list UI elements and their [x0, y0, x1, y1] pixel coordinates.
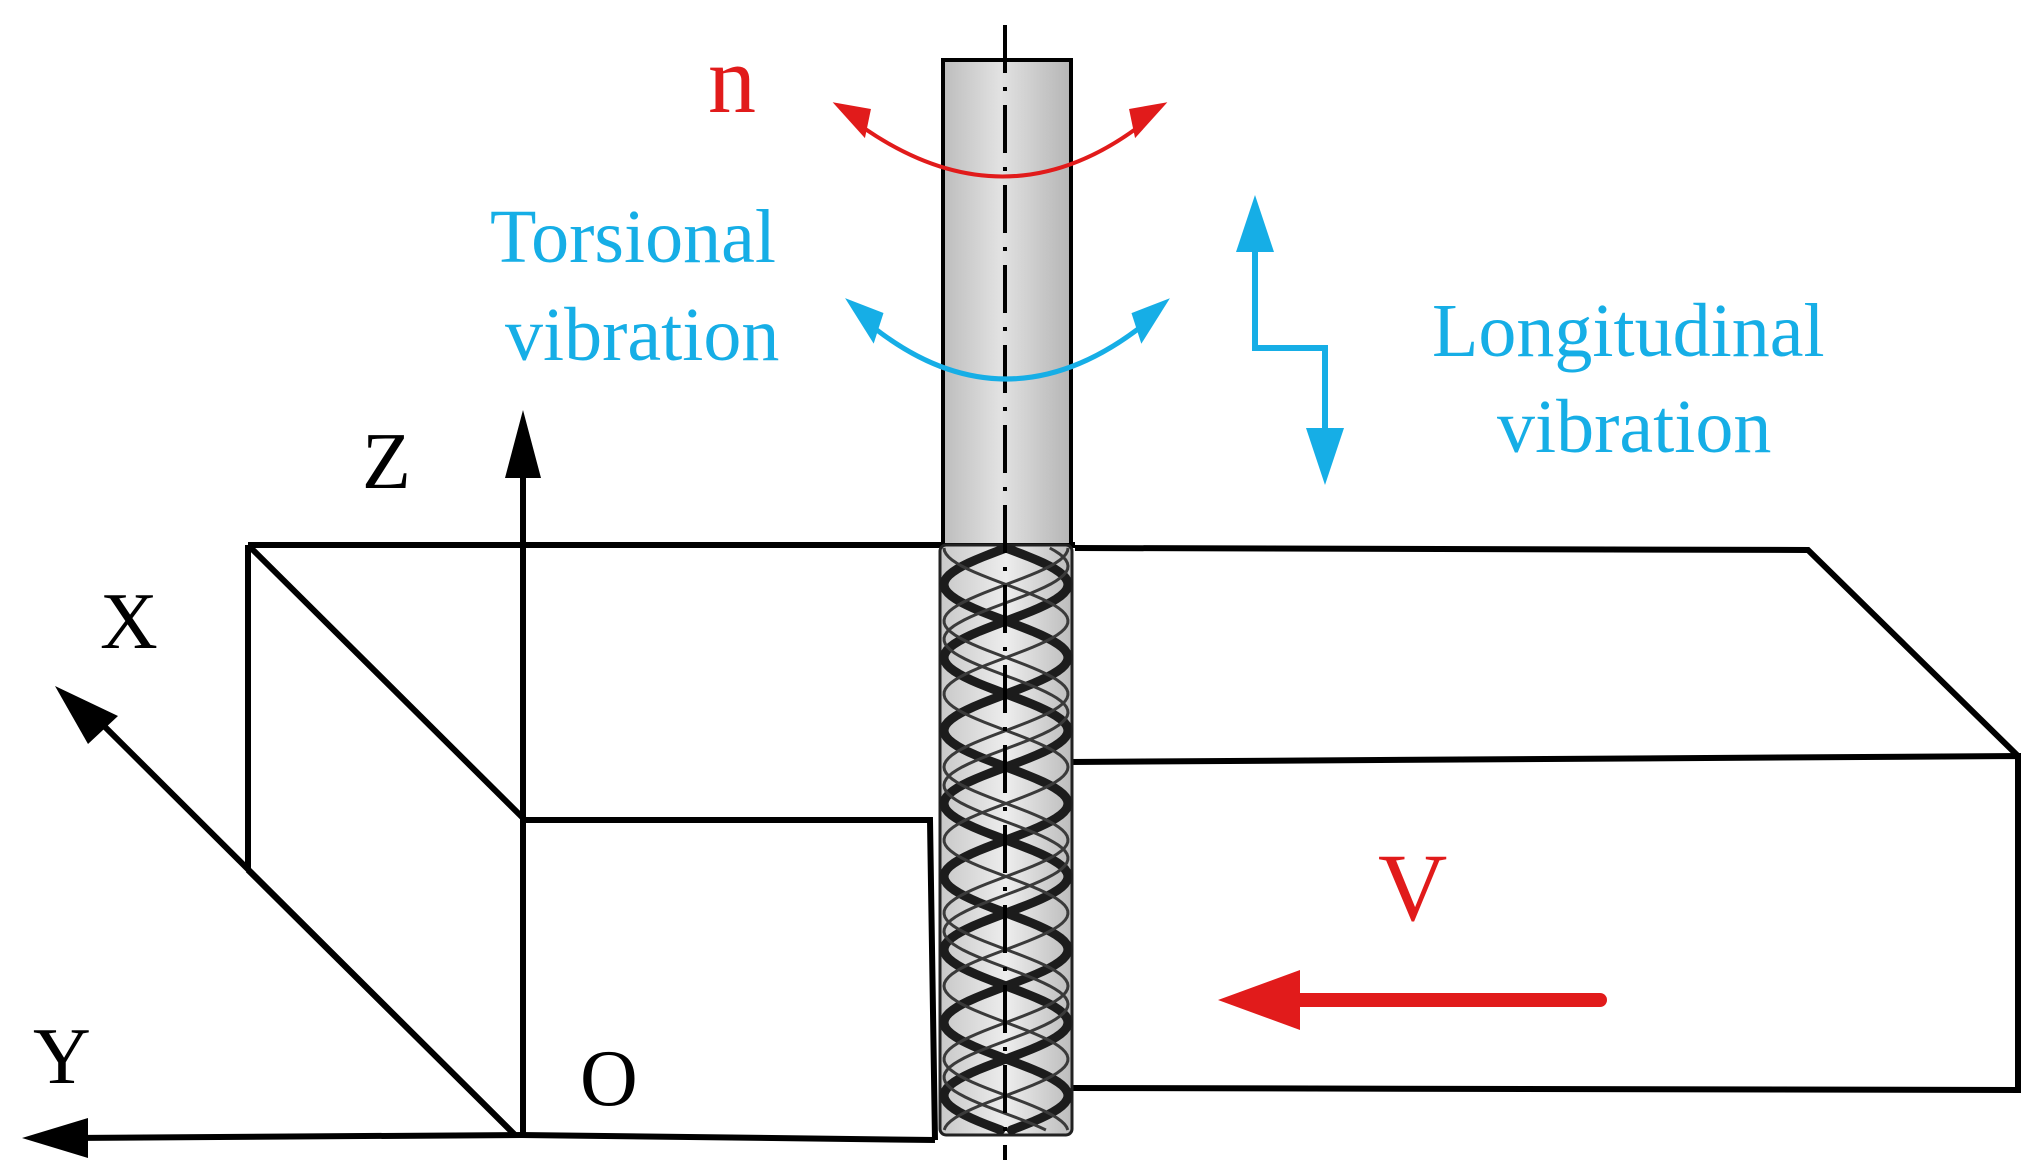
x-axis-arrowhead	[55, 686, 118, 744]
torsional-label-line2: vibration	[505, 293, 779, 377]
y-axis-arrowhead	[22, 1118, 88, 1158]
longitudinal-label-line2: vibration	[1497, 385, 1771, 469]
flute-helix	[942, 547, 1070, 1131]
workpiece-right	[1069, 545, 2021, 1094]
torsional-label-line1: Torsional	[490, 195, 776, 279]
z-axis-arrowhead	[505, 410, 541, 478]
longitudinal-label-line1: Longitudinal	[1432, 289, 1825, 373]
x-axis-label: X	[100, 578, 158, 666]
rotation-label: n	[708, 26, 756, 133]
flute-helix	[942, 547, 1070, 1131]
feed-velocity-arrow	[1218, 970, 1607, 1030]
longitudinal-vibration-arrow	[1236, 195, 1344, 485]
feed-velocity-label: V	[1378, 834, 1447, 941]
flute-helix	[939, 543, 1073, 1135]
torsional-vibration-arrow	[845, 298, 1170, 382]
z-axis-label: Z	[362, 418, 411, 506]
x-axis	[85, 707, 518, 1138]
rotation-arrow	[832, 102, 1168, 179]
y-axis-label: Y	[33, 1013, 91, 1101]
y-axis	[69, 1132, 524, 1141]
origin-label: O	[580, 1035, 638, 1123]
coordinate-axes	[22, 410, 541, 1158]
flute-helix	[942, 546, 1070, 1132]
